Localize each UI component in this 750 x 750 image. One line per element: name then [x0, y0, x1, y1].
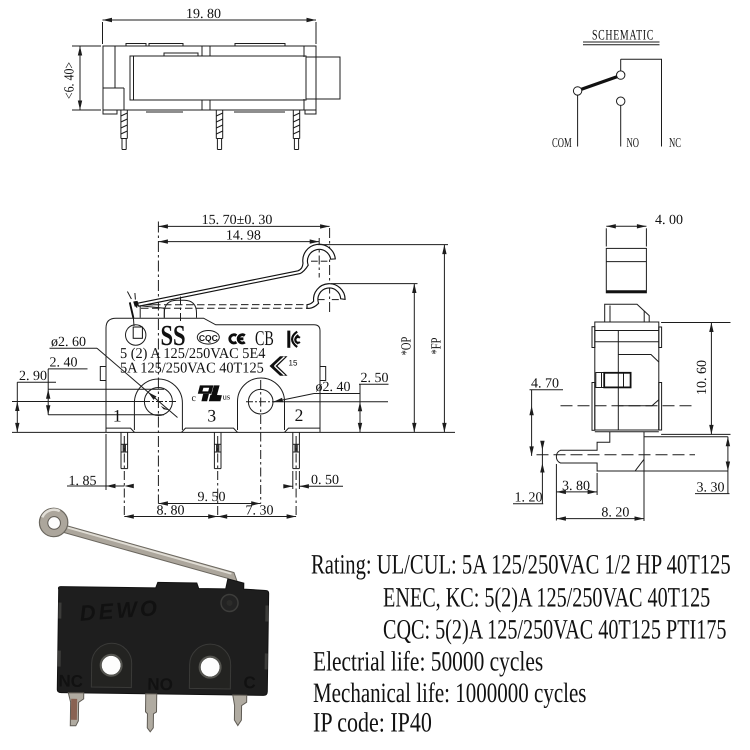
svg-text:1. 20: 1. 20	[515, 491, 543, 506]
svg-text:ø2. 40: ø2. 40	[316, 380, 351, 395]
svg-text:NC: NC	[669, 135, 681, 150]
svg-text:10. 60: 10. 60	[695, 360, 710, 395]
svg-text:DEWO: DEWO	[79, 595, 161, 626]
svg-text:3: 3	[207, 406, 216, 426]
svg-text:14. 98: 14. 98	[226, 229, 261, 244]
svg-text:7. 30: 7. 30	[246, 503, 274, 518]
svg-text:CQC: 5(2)A 125/250VAC 40T125 P: CQC: 5(2)A 125/250VAC 40T125 PTI175	[383, 615, 726, 646]
svg-text:*FP: *FP	[430, 337, 445, 354]
svg-text:2. 50: 2. 50	[361, 371, 389, 386]
svg-text:1: 1	[113, 406, 122, 426]
svg-text:8. 20: 8. 20	[601, 505, 629, 520]
svg-text:SCHEMATIC: SCHEMATIC	[592, 28, 654, 44]
svg-text:CB: CB	[255, 326, 274, 350]
svg-text:CQC: CQC	[199, 333, 218, 343]
svg-text:c: c	[192, 393, 197, 404]
svg-text:1. 85: 1. 85	[69, 474, 97, 489]
svg-text:9. 50: 9. 50	[198, 490, 226, 505]
svg-text:19. 80: 19. 80	[186, 7, 221, 22]
svg-text:C: C	[243, 673, 256, 692]
svg-text:5A 125/250VAC 40T125: 5A 125/250VAC 40T125	[120, 361, 264, 377]
svg-text:Rating: UL/CUL: 5A 125/250VAC: Rating: UL/CUL: 5A 125/250VAC 1/2 HP 40T…	[311, 550, 731, 581]
svg-text:NO: NO	[627, 135, 640, 150]
svg-text:Electrial life: 50000 cycles: Electrial life: 50000 cycles	[313, 647, 543, 678]
svg-text:4. 70: 4. 70	[531, 377, 559, 392]
svg-text:15: 15	[289, 359, 298, 368]
svg-text:15. 70±0. 30: 15. 70±0. 30	[202, 213, 273, 228]
svg-text:NC: NC	[58, 672, 83, 691]
svg-text:*OP: *OP	[400, 337, 415, 356]
svg-text:NO: NO	[147, 675, 173, 694]
svg-text:COM: COM	[552, 135, 572, 150]
svg-text:<6. 40>: <6. 40>	[63, 62, 78, 99]
svg-text:2. 90: 2. 90	[19, 369, 47, 384]
svg-text:4. 00: 4. 00	[655, 213, 683, 228]
svg-text:ENEC, KC: 5(2)A 125/250VAC 40T: ENEC, KC: 5(2)A 125/250VAC 40T125	[383, 583, 710, 614]
svg-text:Mechanical life: 1000000 cycle: Mechanical life: 1000000 cycles	[313, 678, 586, 709]
svg-text:5 (2) A 125/250VAC 5E4: 5 (2) A 125/250VAC 5E4	[120, 346, 266, 362]
svg-text:us: us	[223, 392, 231, 402]
svg-text:3. 30: 3. 30	[697, 480, 725, 495]
svg-text:ø2. 60: ø2. 60	[51, 335, 86, 350]
svg-text:SS: SS	[160, 320, 185, 352]
svg-text:2. 40: 2. 40	[50, 355, 78, 370]
svg-text:3. 80: 3. 80	[562, 479, 590, 494]
svg-text:8. 80: 8. 80	[157, 503, 185, 518]
svg-text:2: 2	[295, 405, 304, 425]
svg-text:0. 50: 0. 50	[311, 473, 339, 488]
svg-text:IP code: IP40: IP code: IP40	[313, 708, 432, 739]
